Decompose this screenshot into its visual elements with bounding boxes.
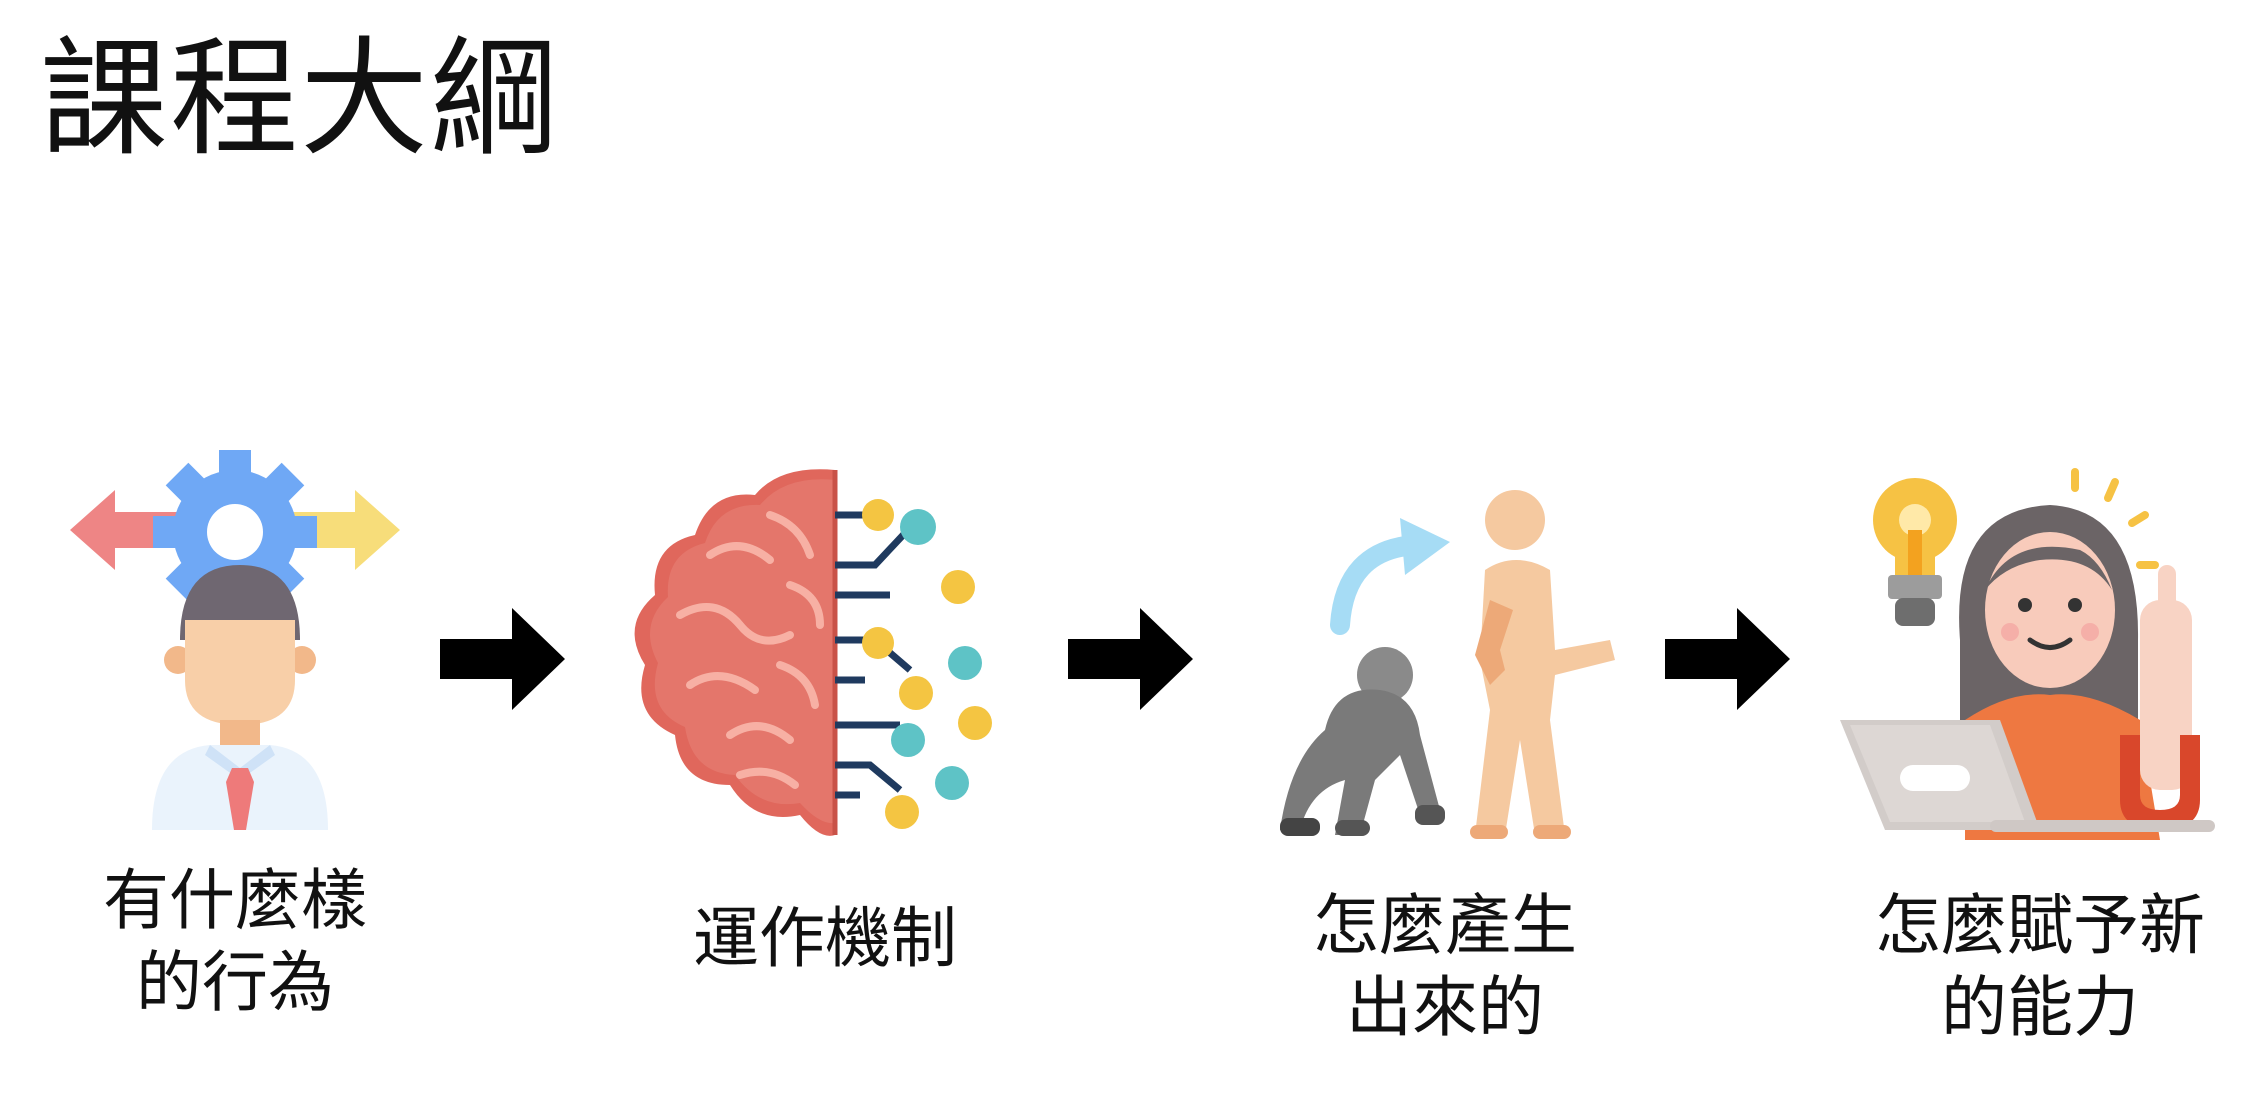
caption-line: 出來的	[1346, 969, 1544, 1046]
person-decision-icon	[70, 450, 400, 830]
evolution-icon	[1280, 490, 1615, 839]
caption-line: 運作機制	[693, 900, 957, 977]
right-arrow-icon	[440, 608, 565, 710]
step-4-caption: 怎麼賦予新 的能力	[1860, 885, 2220, 1049]
brain-circuit-icon	[634, 469, 992, 836]
step-3-caption: 怎麼產生 出來的	[1290, 885, 1600, 1049]
step-2-caption: 運作機制	[680, 898, 970, 980]
idea-laptop-icon	[1840, 468, 2215, 840]
right-arrow-icon	[1068, 608, 1193, 710]
caption-line: 怎麼賦予新	[1875, 887, 2205, 964]
caption-line: 怎麼產生	[1313, 887, 1577, 964]
caption-line: 的能力	[1941, 969, 2139, 1046]
caption-line: 的行為	[136, 944, 334, 1021]
page-title: 課程大綱	[40, 25, 561, 174]
caption-line: 有什麼樣	[103, 862, 367, 939]
step-1-caption: 有什麼樣 的行為	[90, 860, 380, 1024]
right-arrow-icon	[1665, 608, 1790, 710]
